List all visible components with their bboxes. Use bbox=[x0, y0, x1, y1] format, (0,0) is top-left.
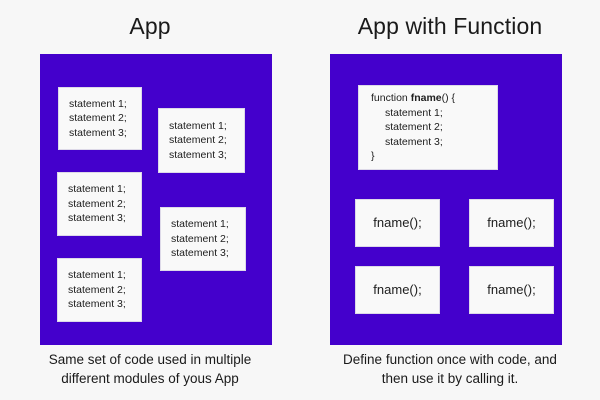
code-line: statement 1; bbox=[68, 183, 126, 196]
panel-app-with-function: App with Function function fname() { sta… bbox=[300, 0, 600, 400]
code-line: statement 3; bbox=[68, 298, 126, 311]
code-line: statement 1; bbox=[171, 218, 229, 231]
caption-app: Same set of code used in multiple differ… bbox=[0, 350, 300, 388]
statement-card: statement 1; statement 2; statement 3; bbox=[160, 207, 246, 271]
signature-tail: () { bbox=[441, 92, 456, 105]
code-line-signature: function fname() { bbox=[359, 91, 497, 106]
code-line: statement 2; bbox=[69, 112, 127, 125]
caption-app-with-function: Define function once with code, and then… bbox=[300, 350, 600, 388]
app-container-right: function fname() { statement 1; statemen… bbox=[330, 54, 562, 345]
code-line: statement 3; bbox=[169, 148, 227, 161]
call-text: fname(); bbox=[487, 282, 536, 297]
code-line: statement 1; bbox=[169, 119, 227, 132]
function-call-card: fname(); bbox=[469, 266, 554, 314]
statement-card: statement 1; statement 2; statement 3; bbox=[158, 108, 245, 173]
app-container-left: statement 1; statement 2; statement 3; s… bbox=[40, 54, 272, 345]
call-text: fname(); bbox=[487, 215, 536, 230]
code-line: statement 2; bbox=[68, 197, 126, 210]
code-line-close-brace: } bbox=[371, 150, 375, 163]
page-title-app-with-function: App with Function bbox=[357, 13, 543, 39]
call-text: fname(); bbox=[373, 215, 422, 230]
code-line: statement 2; bbox=[68, 283, 126, 296]
keyword-function: function bbox=[371, 92, 411, 105]
code-line: statement 3; bbox=[69, 126, 127, 139]
statement-card: statement 1; statement 2; statement 3; bbox=[58, 87, 142, 150]
code-line: statement 1; bbox=[69, 97, 127, 110]
statement-card: statement 1; statement 2; statement 3; bbox=[57, 172, 142, 236]
code-line: statement 2; bbox=[169, 134, 227, 147]
code-line: statement 3; bbox=[385, 135, 443, 148]
code-line: statement 3; bbox=[171, 247, 229, 260]
call-text: fname(); bbox=[373, 282, 422, 297]
code-line: statement 1; bbox=[68, 269, 126, 282]
code-line: statement 2; bbox=[385, 121, 443, 134]
function-call-card: fname(); bbox=[355, 199, 440, 247]
panel-app: App statement 1; statement 2; statement … bbox=[0, 13, 300, 388]
caption-line: then use it by calling it. bbox=[381, 371, 519, 386]
statement-card: statement 1; statement 2; statement 3; bbox=[57, 258, 142, 322]
caption-line: different modules of yous App bbox=[61, 371, 239, 386]
code-line: statement 1; bbox=[385, 106, 443, 119]
caption-line: Define function once with code, and bbox=[343, 352, 557, 367]
function-call-card: fname(); bbox=[355, 266, 440, 314]
function-definition-card: function fname() { statement 1; statemen… bbox=[358, 85, 498, 170]
code-line: statement 2; bbox=[171, 232, 229, 245]
page-title-app: App bbox=[129, 13, 171, 39]
caption-line: Same set of code used in multiple bbox=[48, 352, 252, 367]
code-line: statement 3; bbox=[68, 212, 126, 225]
function-call-card: fname(); bbox=[469, 199, 554, 247]
function-name: fname bbox=[410, 92, 442, 105]
